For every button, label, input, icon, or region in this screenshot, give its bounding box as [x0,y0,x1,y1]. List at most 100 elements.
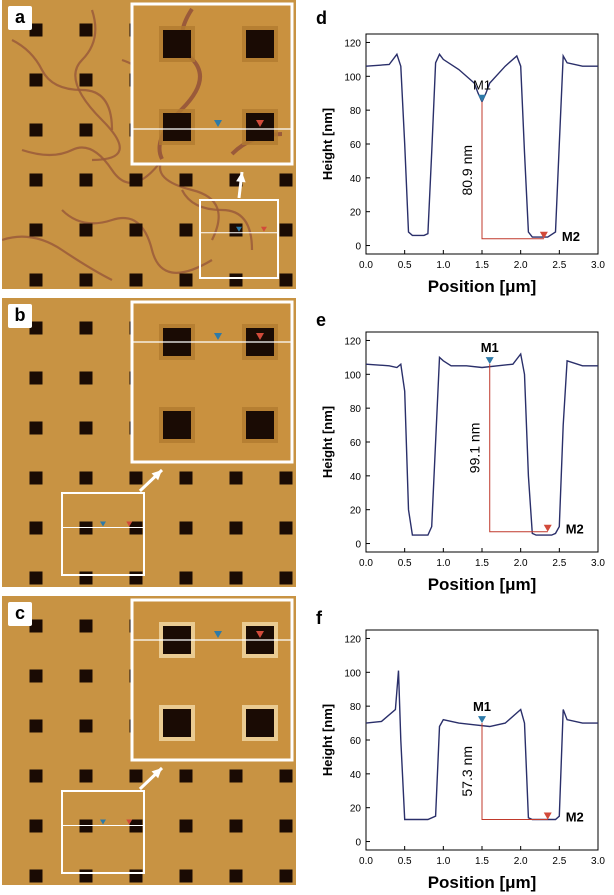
afm-hole [29,421,43,435]
y-tick-label: 0 [355,242,361,253]
afm-hole [279,471,293,485]
y-tick-label: 80 [350,106,362,117]
afm-hole [229,521,243,535]
afm-zoom-arrowhead [151,470,162,481]
x-axis-label: Position [μm] [428,873,537,892]
afm-inset-hole [163,709,191,737]
afm-hole [29,273,43,287]
x-tick-label: 3.0 [591,558,605,569]
afm-hole [29,371,43,385]
x-tick-label: 0.0 [359,260,373,271]
marker-label-m2: M2 [562,229,580,244]
panel-label-e: e [316,310,327,330]
y-tick-label: 120 [344,634,361,645]
afm-crack-line [2,235,113,281]
afm-hole [229,471,243,485]
step-height-annotation: 99.1 nm [467,423,483,474]
x-tick-label: 1.0 [436,558,450,569]
afm-hole [29,73,43,87]
afm-zoom-arrowhead [151,768,162,779]
afm-hole [79,321,93,335]
afm-hole [79,73,93,87]
afm-inset-hole [163,30,191,58]
marker-m2 [543,524,552,532]
y-tick-label: 60 [350,438,362,449]
afm-zoom-arrowhead [236,172,246,183]
afm-hole [29,471,43,485]
afm-hole [79,471,93,485]
afm-inset-hole [246,709,274,737]
x-tick-label: 0.5 [398,558,412,569]
afm-hole [29,619,43,633]
afm-hole [279,173,293,187]
marker-m1 [478,94,486,102]
x-tick-label: 0.0 [359,856,373,867]
afm-hole [29,719,43,733]
afm-hole [179,471,193,485]
x-tick-label: 2.0 [514,260,528,271]
x-tick-label: 0.0 [359,558,373,569]
step-height-guide [481,723,548,821]
afm-hole [229,769,243,783]
afm-inset-marker-m2 [256,631,264,638]
afm-hole [129,471,143,485]
y-tick-label: 120 [344,336,361,347]
afm-marker-m2 [260,226,267,232]
step-height-annotation: 57.3 nm [459,746,475,797]
afm-hole [79,769,93,783]
y-tick-label: 60 [350,140,362,151]
afm-hole [29,123,43,137]
x-axis-label: Position [μm] [428,575,537,594]
x-tick-label: 0.5 [398,856,412,867]
afm-hole [179,223,193,237]
x-tick-label: 2.5 [552,856,566,867]
afm-hole [79,819,93,833]
afm-inset-marker-m2 [256,333,264,340]
afm-hole [179,273,193,287]
afm-hole [79,173,93,187]
marker-label-m1: M1 [473,78,491,93]
afm-hole [129,521,143,535]
y-tick-label: 100 [344,370,361,381]
afm-hole [79,521,93,535]
afm-marker-m1 [100,521,106,527]
afm-hole [229,819,243,833]
afm-hole [229,571,243,585]
marker-m2 [543,812,552,820]
afm-crack-line [74,9,121,162]
afm-hole [179,521,193,535]
afm-hole [229,273,243,287]
marker-label-m2: M2 [566,810,584,825]
afm-hole [129,769,143,783]
afm-hole [79,223,93,237]
step-height-guide [489,364,548,533]
afm-image-a: a [2,0,296,289]
marker-label-m1: M1 [481,340,499,355]
afm-hole [129,173,143,187]
panel-label-a: a [8,6,32,30]
y-tick-label: 0 [355,838,361,849]
afm-inset-hole [246,411,274,439]
afm-zoom-box [61,790,145,874]
marker-label-m1: M1 [473,699,491,714]
afm-hole [29,819,43,833]
y-tick-label: 40 [350,472,362,483]
afm-hole [79,719,93,733]
y-tick-label: 40 [350,174,362,185]
afm-crack-line [11,39,114,131]
afm-hole [29,869,43,883]
marker-m2 [539,231,548,239]
y-tick-label: 120 [344,38,361,49]
afm-hole [29,23,43,37]
afm-crack-line [181,189,254,251]
x-tick-label: 3.0 [591,260,605,271]
afm-hole [129,819,143,833]
afm-hole [29,769,43,783]
y-tick-label: 20 [350,804,362,815]
afm-hole [29,321,43,335]
afm-hole [29,669,43,683]
afm-hole [229,869,243,883]
afm-hole [129,869,143,883]
